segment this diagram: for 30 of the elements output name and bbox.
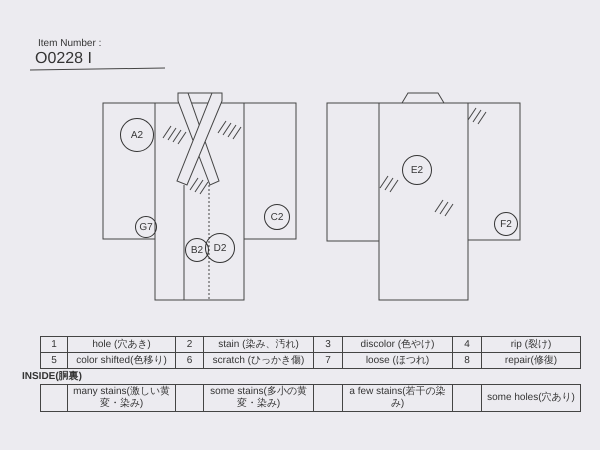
table-cell: discolor (色やけ) xyxy=(342,336,452,352)
table-cell: some stains(多小の黄変・染み) xyxy=(204,384,314,412)
table-cell: 3 xyxy=(314,336,342,352)
section-heading: INSIDE(胴裏) xyxy=(22,370,82,383)
circled-mark: D2 xyxy=(205,233,235,263)
table-cell: 4 xyxy=(452,336,482,352)
table-cell: repair(修復) xyxy=(482,352,580,368)
table-cell: a few stains(若干の染み) xyxy=(342,384,452,412)
item-number: O0228 I xyxy=(35,50,92,68)
circled-mark: G7 xyxy=(135,216,157,238)
table-cell: hole (穴あき) xyxy=(68,336,176,352)
circled-mark: A2 xyxy=(120,118,154,152)
table-cell: 5 xyxy=(40,352,68,368)
table-cell: scratch (ひっかき傷) xyxy=(204,352,314,368)
circled-mark: B2 xyxy=(185,238,209,262)
circled-mark: E2 xyxy=(402,155,432,185)
table-cell: 2 xyxy=(176,336,204,352)
circled-mark: F2 xyxy=(494,212,518,236)
table-cell: 1 xyxy=(40,336,68,352)
table-cell: many stains(激しい黄変・染み) xyxy=(68,384,176,412)
table-cell: rip (裂け) xyxy=(482,336,580,352)
circled-mark: C2 xyxy=(264,204,290,230)
table-cell: loose (ほつれ) xyxy=(342,352,452,368)
field-label: Item Number : xyxy=(38,38,102,49)
table-cell: stain (染み、汚れ) xyxy=(204,336,314,352)
table-cell: some holes(穴あり) xyxy=(482,384,580,412)
table-cell: 7 xyxy=(314,352,342,368)
table-cell: 6 xyxy=(176,352,204,368)
table-cell: color shifted(色移り) xyxy=(68,352,176,368)
table-cell: 8 xyxy=(452,352,482,368)
